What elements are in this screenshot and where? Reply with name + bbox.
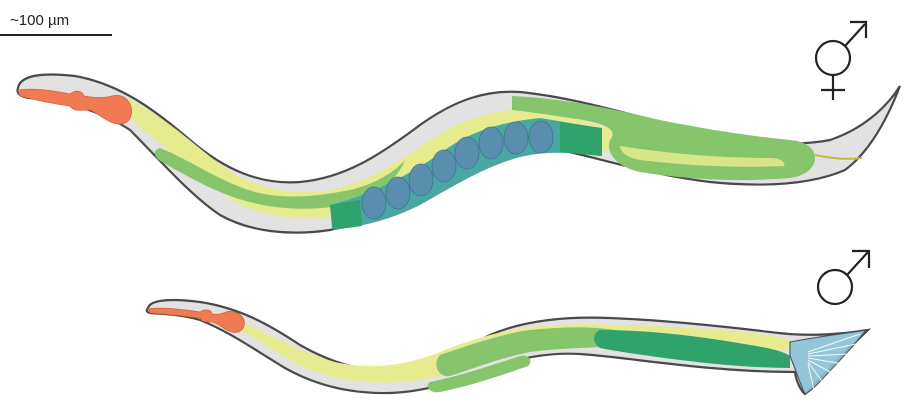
embryo: [409, 164, 433, 196]
hermaphrodite-spermatheca-anterior: [330, 200, 362, 230]
male-pharynx: [148, 308, 244, 332]
embryo: [432, 150, 456, 182]
hermaphrodite-worm: [18, 75, 901, 233]
embryo: [362, 187, 386, 219]
hermaphrodite-symbol-icon: [816, 22, 866, 100]
male-tail-fan: [790, 330, 866, 394]
embryo: [479, 127, 503, 159]
embryo: [386, 177, 410, 209]
male-symbol-icon: [818, 251, 869, 304]
male-worm: [147, 300, 868, 394]
embryo: [455, 137, 479, 169]
embryo: [529, 121, 553, 153]
embryo: [504, 122, 528, 154]
